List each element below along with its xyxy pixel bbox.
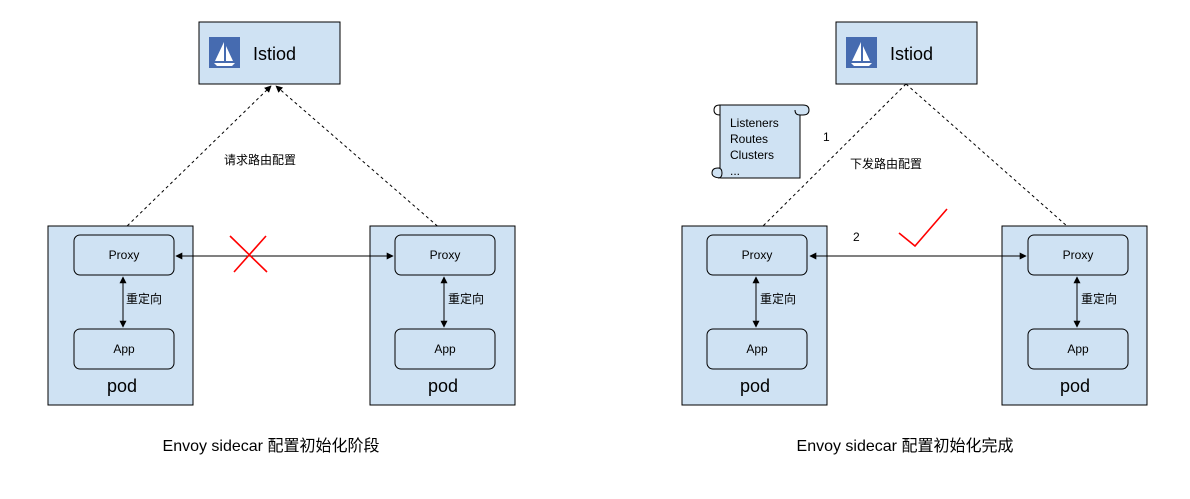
right-istiod-box[interactable]: Istiod (835, 21, 978, 85)
redirect-label: 重定向 (126, 291, 162, 306)
app-label: App (1067, 342, 1089, 356)
pod-label: pod (1060, 376, 1090, 396)
right-pod-a: Proxy App 重定向 pod (681, 225, 828, 406)
app-box[interactable] (1027, 328, 1129, 370)
check-icon (898, 208, 948, 248)
proxy-box[interactable] (706, 234, 808, 276)
app-box[interactable] (73, 328, 175, 370)
sailboat-icon (209, 37, 240, 68)
cross-icon (229, 235, 268, 273)
scroll-line: Clusters (730, 148, 774, 162)
pod-label: pod (107, 376, 137, 396)
proxy-box[interactable] (73, 234, 175, 276)
pod-label: pod (740, 376, 770, 396)
scroll-line: Listeners (730, 116, 779, 130)
istiod-label: Istiod (253, 44, 296, 64)
proxy-box[interactable] (394, 234, 496, 276)
app-box[interactable] (394, 328, 496, 370)
request-line-left (122, 85, 272, 231)
sailboat-icon (846, 37, 877, 68)
deliver-line-right (905, 83, 1077, 235)
scroll-line: ... (730, 164, 740, 178)
request-line-right (275, 85, 443, 231)
left-caption: Envoy sidecar 配置初始化阶段 (163, 437, 380, 455)
step-number-1: 1 (823, 130, 830, 144)
proxy-label: Proxy (109, 248, 140, 262)
step-number-2: 2 (853, 230, 860, 244)
redirect-label: 重定向 (760, 291, 796, 306)
redirect-label: 重定向 (448, 291, 484, 306)
proxy-label: Proxy (742, 248, 773, 262)
scroll-line: Routes (730, 132, 768, 146)
app-label: App (113, 342, 135, 356)
app-box[interactable] (706, 328, 808, 370)
config-scroll: Listeners Routes Clusters ... (711, 104, 810, 179)
app-label: App (434, 342, 456, 356)
left-panel: Istiod 请求路由配置 Proxy App 重定向 pod Proxy Ap… (47, 21, 516, 455)
right-panel: Istiod Listeners Routes Clusters ... 1 下… (681, 21, 1148, 455)
left-pod-a: Proxy App 重定向 pod (47, 225, 194, 406)
request-config-label: 请求路由配置 (224, 152, 296, 167)
right-caption: Envoy sidecar 配置初始化完成 (797, 437, 1014, 455)
app-label: App (746, 342, 768, 356)
proxy-label: Proxy (1063, 248, 1094, 262)
left-istiod-box[interactable]: Istiod (198, 21, 341, 85)
proxy-box[interactable] (1027, 234, 1129, 276)
deliver-config-label: 下发路由配置 (850, 156, 922, 171)
pod-label: pod (428, 376, 458, 396)
proxy-label: Proxy (430, 248, 461, 262)
redirect-label: 重定向 (1081, 291, 1117, 306)
right-pod-b: Proxy App 重定向 pod (1001, 225, 1148, 406)
istiod-label: Istiod (890, 44, 933, 64)
left-pod-b: Proxy App 重定向 pod (369, 225, 516, 406)
